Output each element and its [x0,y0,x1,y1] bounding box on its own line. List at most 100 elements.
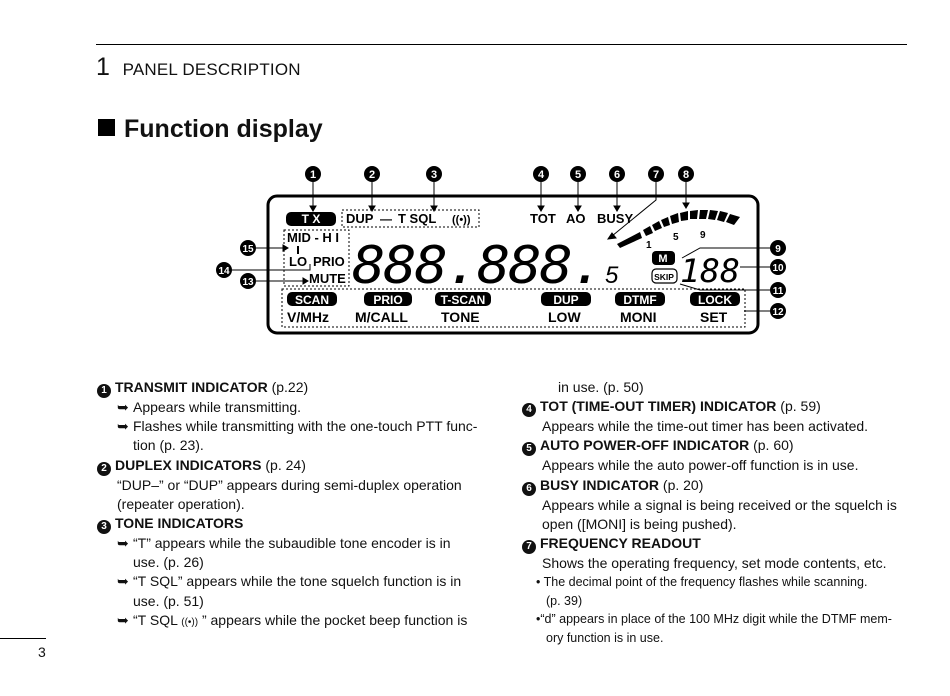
channel-readout: 188 [680,252,740,290]
arrow-icon: ➥ [117,399,129,415]
key-mcall: M/CALL [355,309,408,325]
item-1-line-b-cont: tion (p. 23). [133,437,204,454]
item-3-line-c: ➥“T SQL ((•)) ” appears while the pocket… [97,611,482,632]
arrow-icon: ➥ [117,611,129,628]
callout-2: 2 [369,169,375,181]
item-1-line-b: ➥Flashes while transmitting with the one… [97,417,482,436]
callout-9: 9 [775,244,781,255]
square-bullet-icon [98,119,115,136]
item-7-bullet-2: •“d” appears in place of the 100 MHz dig… [536,612,892,645]
ao-indicator: AO [566,211,586,226]
header-rule [96,44,907,45]
callout-3: 3 [431,169,437,181]
key-set: SET [700,309,728,325]
memory-indicator: M [658,253,667,265]
arrow-icon: ➥ [117,573,129,590]
key-vmhz: V/MHz [287,309,329,325]
section-title-text: Function display [124,115,323,143]
frequency-small-digit: 5 [605,262,619,289]
key-lock: LOCK [698,293,732,307]
page-number: 3 [38,644,46,660]
callout-6: 6 [614,169,620,181]
lcd-diagram: 1 2 3 4 5 6 7 8 9 10 11 12 15 14 13 [216,166,786,335]
mute-indicator: MUTE [309,271,346,286]
key-dtmf: DTMF [623,293,656,307]
callout-10: 10 [772,263,784,274]
pocket-beep-small-icon: ((•)) [181,616,199,628]
dup-indicator: DUP [346,211,374,226]
callout-1-icon: 1 [97,384,111,398]
item-2-line-1: “DUP–” or “DUP” appears during semi-dupl… [117,476,462,493]
callout-12: 12 [772,307,784,318]
lcd-frame [266,194,760,335]
item-1-line-a: ➥Appears while transmitting. [97,398,482,417]
key-low: LOW [548,309,581,325]
item-3-line-a: ➥“T” appears while the subaudible tone e… [97,534,482,553]
item-3-line-a-cont: use. (p. 26) [133,554,204,571]
key-scan: SCAN [295,293,329,307]
key-moni: MONI [620,309,657,325]
callout-7-icon: 7 [522,540,536,555]
skip-indicator: SKIP [654,272,674,282]
prio-indicator: PRIO [313,254,345,269]
item-3-line-b: ➥“T SQL” appears while the tone squelch … [97,572,482,591]
callout-11: 11 [773,286,784,297]
item-2-line-2: (repeater operation). [117,495,245,512]
callout-2-icon: 2 [97,461,111,476]
callout-6-icon: 6 [522,481,536,496]
arrow-icon: ➥ [117,418,129,435]
tsql-indicator: T SQL [398,211,436,226]
callout-8: 8 [683,169,689,181]
s-meter-1: 1 [646,240,652,251]
callout-5-icon: 5 [522,442,536,457]
mid-hi-indicator: MID - H I [287,230,339,245]
key-dup: DUP [553,293,578,307]
s-meter-9: 9 [700,230,706,241]
item-3-line-b-cont: use. (p. 51) [133,592,204,609]
callout-1: 1 [310,169,316,181]
callout-5: 5 [575,169,581,181]
key-tone: TONE [441,309,480,325]
item-7-bullet-1: • The decimal point of the frequency fla… [536,575,868,608]
callout-3-icon: 3 [97,520,111,535]
dup-dash: — [380,212,392,226]
arrow-icon: ➥ [117,535,129,552]
chapter-number: 1 [96,53,110,81]
callout-7: 7 [653,169,659,181]
callout-4-icon: 4 [522,403,536,418]
tx-indicator: T X [302,212,321,226]
item-7-line-1: Shows the operating frequency, set mode … [542,555,887,572]
pocket-beep-icon: ((•)) [452,214,471,226]
callout-15: 15 [242,244,254,255]
item-6-line-1: Appears while a signal is being received… [542,496,897,513]
item-3-line-c-cont: in use. (p. 50) [558,379,644,395]
footer-rule [0,638,46,639]
chapter-heading: 1 PANEL DESCRIPTION [96,52,301,85]
bullet-icon: • [536,575,541,590]
s-meter-5: 5 [673,232,679,243]
callout-14: 14 [218,266,230,277]
chapter-title: PANEL DESCRIPTION [122,60,301,79]
section-title: Function display [98,113,323,145]
frequency-readout: 888.888. [352,236,602,296]
callouts-top: 1 2 3 4 5 6 7 8 [305,166,694,182]
busy-indicator: BUSY [597,211,633,226]
tot-indicator: TOT [530,211,556,226]
s-meter [617,210,740,248]
lo-indicator: LO [289,254,307,269]
item-5-line-1: Appears while the auto power-off functio… [542,457,859,474]
item-4-line-1: Appears while the time-out timer has bee… [542,418,869,435]
item-6-line-2: open ([MONI] is being pushed). [542,515,737,532]
key-tscan: T-SCAN [441,293,486,307]
callout-4: 4 [538,169,545,181]
callout-13: 13 [242,277,254,288]
